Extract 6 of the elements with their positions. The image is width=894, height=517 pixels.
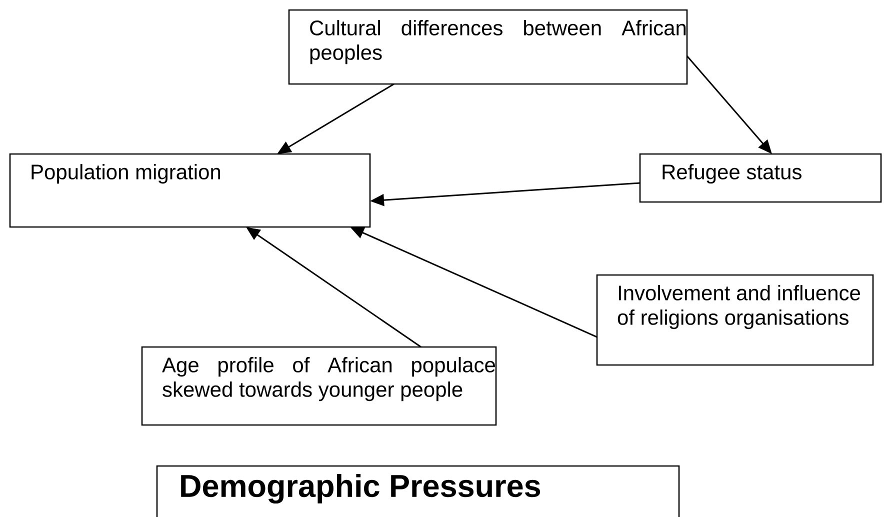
text-box: Involvement and influence of religions organisations: [596, 274, 874, 366]
text-box: Population migration: [9, 153, 371, 228]
text-box: Age profile of African populace skewed towards younger people: [141, 346, 497, 426]
text-box: Refugee status: [639, 153, 882, 203]
heading-box: Demographic Pressures: [156, 465, 680, 517]
text-box: Cultural differences between African peoples: [288, 9, 688, 85]
